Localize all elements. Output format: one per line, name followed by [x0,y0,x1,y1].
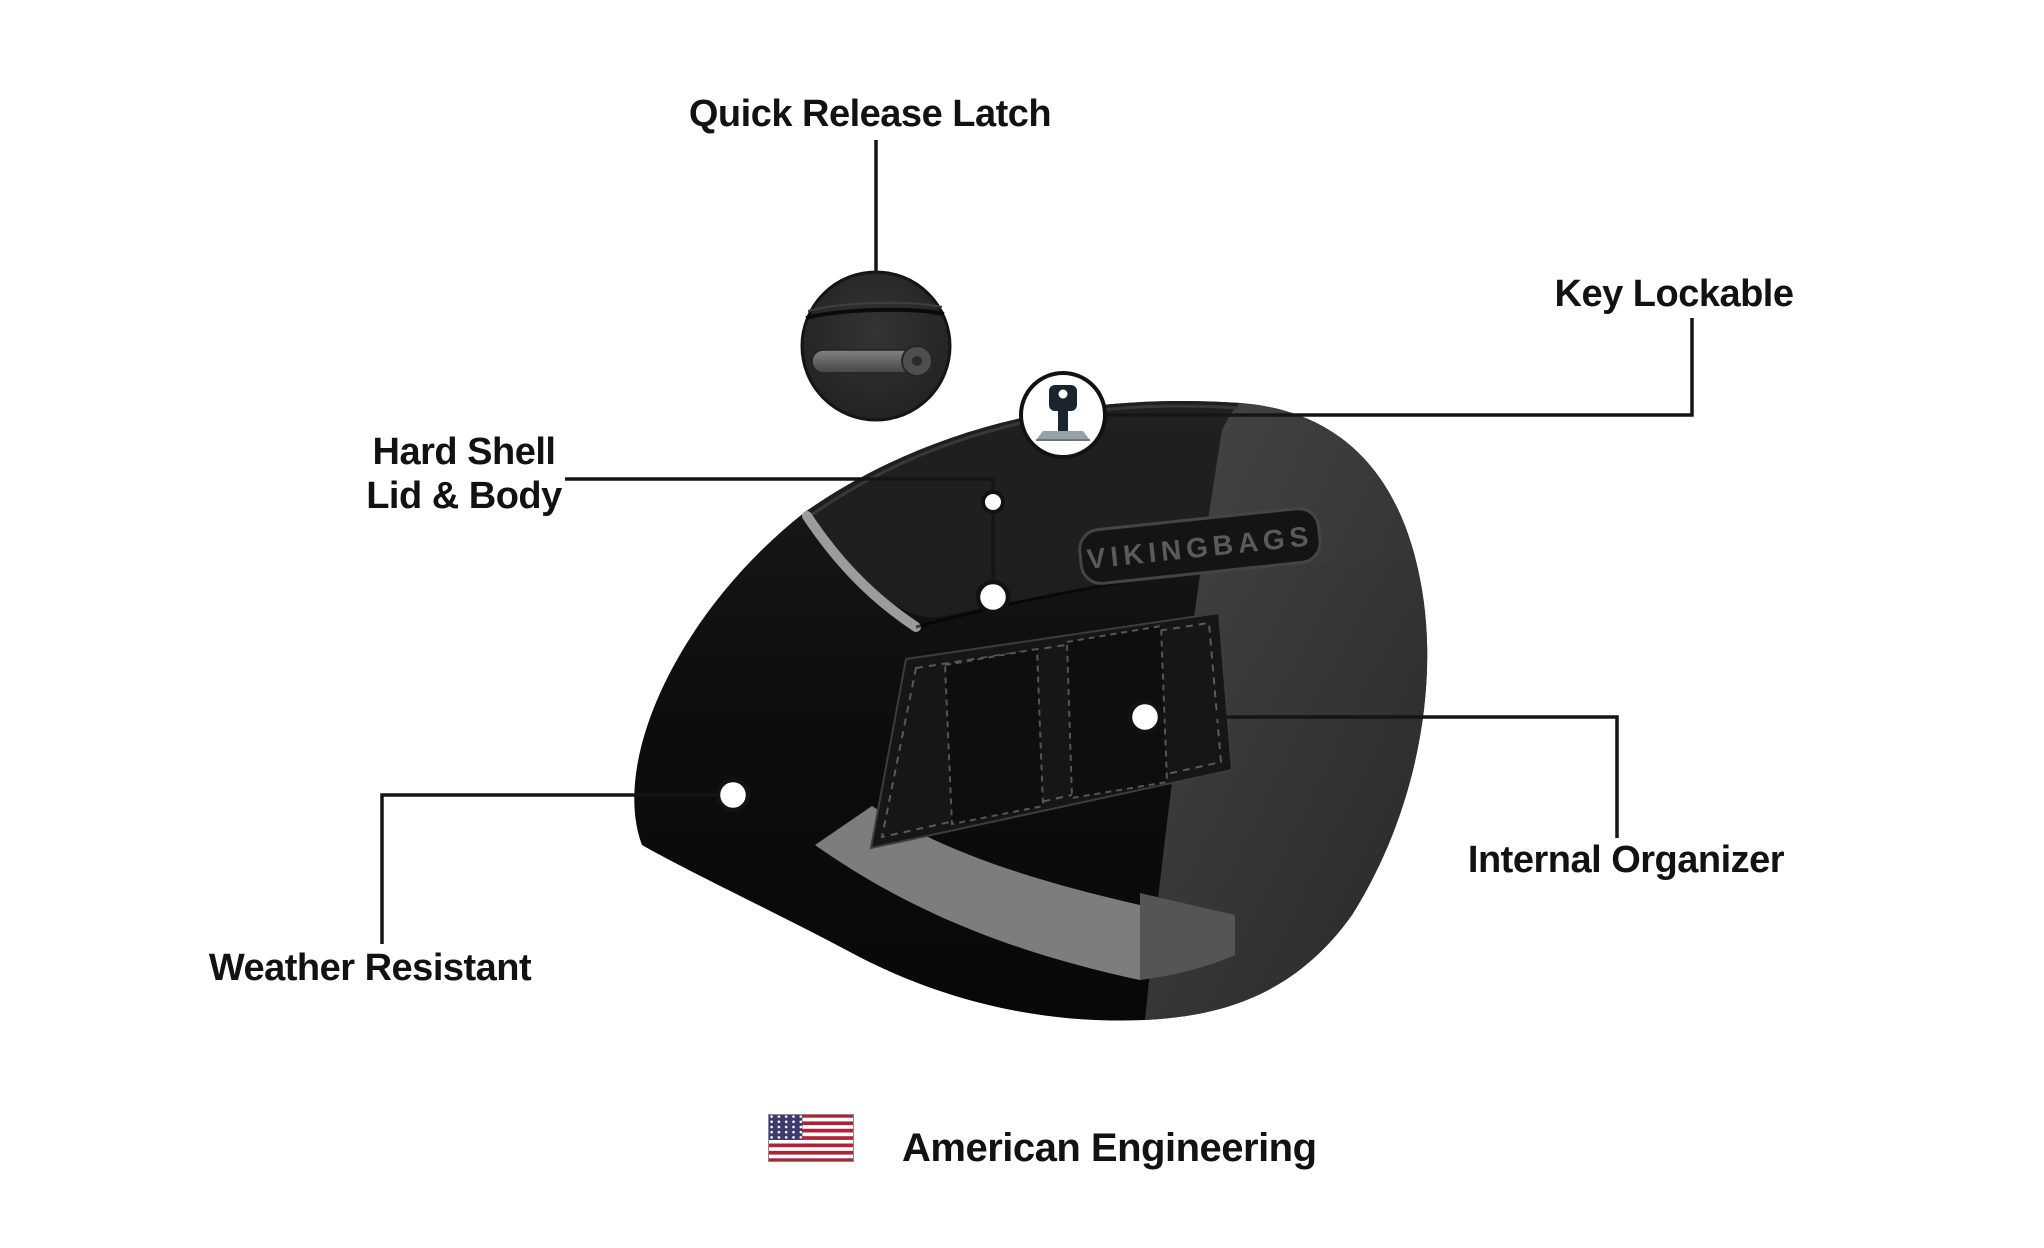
quick-release-latch-zoom [800,140,952,422]
callout-line-hard-shell [565,477,995,597]
marker-internal-organizer [1127,699,1163,735]
weather-resistant-callout [380,777,751,944]
hard-shell-label: Hard Shell Lid & Body [264,430,664,518]
hard-shell-label-line1: Hard Shell [372,431,556,473]
marker-weather-resistant [715,777,751,813]
key-icon [1036,385,1090,441]
callout-line-weather-resistant [380,793,719,944]
lid-trim-stripe [802,511,921,632]
internal-organizer-callout [1127,699,1619,838]
quick-release-latch-label: Quick Release Latch [688,93,1052,135]
bag-interior-shelf-dark [1140,893,1235,980]
key-lockable-callout [1019,318,1694,459]
organizer-pocket [943,647,1045,826]
latch-seam-highlight [807,301,943,312]
marker-hard-shell-body [975,579,1011,615]
internal-organizer-panel [869,611,1234,850]
latch-seam [805,307,945,320]
internal-organizer-label: Internal Organizer [1467,839,1785,881]
marker-hard-shell-lid [981,490,1005,514]
weather-resistant-label: Weather Resistant [208,947,532,989]
latch-detail-circle [800,270,952,422]
callout-line-internal-organizer [1160,715,1619,838]
hard-shell-callout [565,477,1011,615]
latch-pivot-center [912,356,922,366]
organizer-pocket [1065,624,1169,800]
hard-shell-label-line2: Lid & Body [366,475,562,518]
brand-plate: VIKINGBAGS [1078,507,1322,585]
bag-interior-shelf [815,806,1140,980]
bag-top-highlight [809,404,1239,518]
us-flag-icon [768,1114,854,1162]
saddlebag-illustration: VIKINGBAGS [634,400,1428,1021]
callout-line-key-lockable [1106,318,1694,417]
key-lockable-label: Key Lockable [1554,273,1795,315]
american-engineering-label: American Engineering [902,1126,1317,1170]
